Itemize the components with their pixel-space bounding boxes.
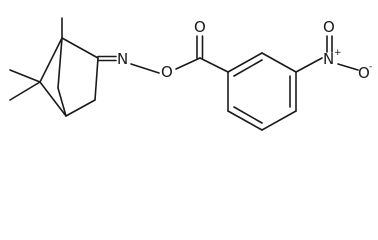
bond-ring-nitro-n <box>295 57 323 73</box>
bond-c1-c2 <box>61 37 99 59</box>
charge-nitro-minus: - <box>369 62 372 72</box>
bond-c7-methyl-a <box>9 69 41 83</box>
ring-bond-2 <box>261 52 297 73</box>
atom-ester-oxygen: O <box>161 63 173 81</box>
bond-n-o <box>130 63 160 74</box>
atom-imine-nitrogen: N <box>117 50 128 68</box>
bond-c1-c7 <box>39 37 63 83</box>
ring-inner-bond-1 <box>233 59 263 77</box>
oxime-linker <box>97 35 229 74</box>
bond-nitro-n-o-minus <box>337 63 359 71</box>
ring-bond-5 <box>227 110 263 131</box>
chemical-structure: N O O N + O O - <box>9 17 372 131</box>
atom-carbonyl-oxygen: O <box>194 18 206 36</box>
bond-c2-c3 <box>94 57 99 101</box>
nitro-group <box>295 35 359 73</box>
atom-nitro-oxygen: O <box>358 64 370 82</box>
benzene-ring <box>227 52 297 131</box>
bond-c1-c6 <box>57 37 63 89</box>
bond-carbonyl-ring <box>199 57 229 73</box>
bond-c3-c4 <box>65 99 96 117</box>
bond-o-carbonyl <box>175 57 201 70</box>
charge-nitro-plus: + <box>334 48 342 58</box>
ring-bond-4 <box>261 110 297 131</box>
bond-c4-c7 <box>39 81 67 117</box>
bond-c7-methyl-b <box>9 81 41 101</box>
ring-bond-1 <box>227 52 263 73</box>
atom-nitro-top-oxygen: O <box>323 18 335 36</box>
ring-inner-bond-3 <box>233 106 263 124</box>
atom-nitro-nitrogen: N <box>323 50 334 68</box>
bicyclic-ring <box>9 17 99 117</box>
bond-c4-c5 <box>57 87 67 117</box>
